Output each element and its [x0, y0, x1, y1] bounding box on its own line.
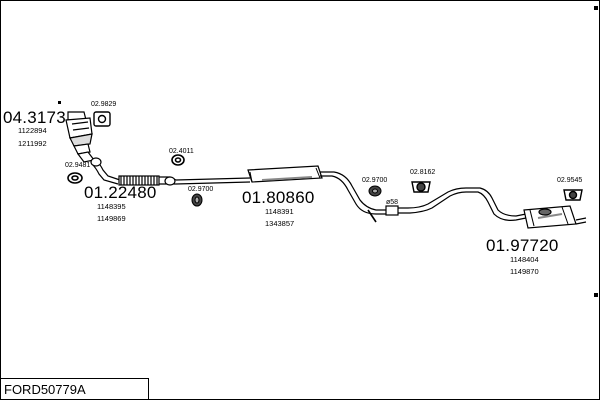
- rear-silencer: [523, 205, 587, 229]
- front-pipe: [90, 157, 177, 186]
- corner-marker-bottom: [594, 293, 598, 297]
- rear-mount-icon: [563, 189, 583, 201]
- front-gasket-number: 02.9481: [65, 162, 91, 169]
- corner-marker-left: [58, 101, 61, 104]
- hanger-number: 02.8162: [410, 169, 436, 176]
- front-pipe-number: 01.22480: [84, 183, 157, 202]
- middle-ref-2: 1343857: [265, 219, 295, 228]
- rear-part-number: 01.97720: [486, 236, 559, 255]
- mount-mid-number: 02.9700: [362, 177, 388, 184]
- cat-part-number: 04.3173: [3, 108, 66, 127]
- front-gasket-icon: [67, 172, 83, 184]
- rear-ref-2: 1149870: [510, 267, 539, 276]
- cat-ref-1: 1122894: [18, 126, 47, 135]
- rubber-mount-lower: [191, 193, 203, 207]
- front-pipe-ref-1: 1148395: [97, 202, 126, 211]
- rear-pipe: [385, 187, 527, 221]
- mount-lower-number: 02.9700: [188, 186, 214, 193]
- rear-mount-number: 02.9545: [557, 177, 583, 184]
- rubber-mount-mid: [368, 185, 382, 197]
- clamp-icon: [171, 154, 185, 166]
- middle-part-number: 01.80860: [242, 188, 315, 207]
- cat-ref-2: 1211992: [18, 139, 47, 148]
- clamp-size-label: ø58: [386, 199, 399, 206]
- model-code: FORD50779A: [4, 382, 86, 397]
- cat-kit-number: 02.9829: [91, 101, 117, 108]
- corner-marker-top: [594, 6, 598, 10]
- clamp-number: 02.4011: [169, 148, 194, 155]
- hanger-bracket: [411, 181, 431, 193]
- rear-ref-1: 1148404: [510, 255, 539, 264]
- model-code-box: [0, 378, 149, 399]
- middle-silencer: [175, 165, 388, 223]
- front-pipe-ref-2: 1149869: [97, 214, 126, 223]
- gasket-kit-icon: [93, 111, 111, 127]
- middle-ref-1: 1148391: [265, 207, 294, 216]
- catalytic-converter: [65, 111, 96, 163]
